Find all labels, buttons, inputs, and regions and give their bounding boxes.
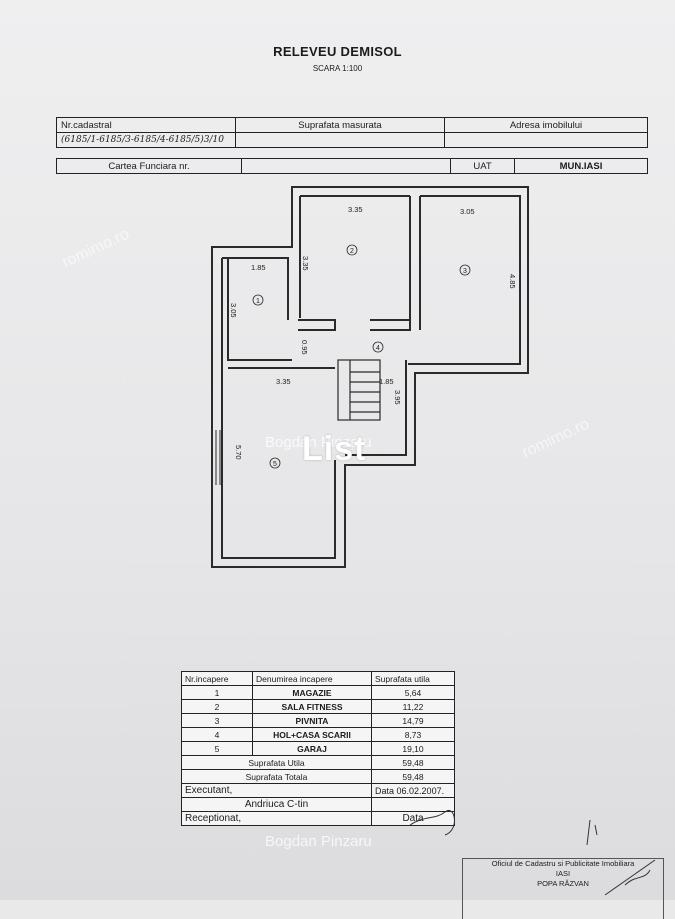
executant-name: Andriuca C-tin [181,797,372,812]
carte-funciara-table: Cartea Funciara nr. UAT MUN.IASI [56,158,648,174]
row-name: HOL+CASA SCARII [252,727,372,742]
executant-label: Executant, [181,783,372,798]
row-nr: 2 [181,699,253,714]
data2-label: Data [371,811,455,826]
dim-r3-width: 3.05 [460,207,475,216]
uat-label: UAT [450,158,515,174]
stamp-line-2: IASI [555,869,571,878]
row-area: 8,73 [371,727,455,742]
dim-r2-width: 3.35 [348,205,363,214]
row-name: SALA FITNESS [252,699,372,714]
row-area: 5,64 [371,685,455,700]
outer-wall [211,186,529,568]
table-row: 1 MAGAZIE 5,64 [181,685,455,700]
row-name: PIVNITA [252,713,372,728]
row-name: GARAJ [252,741,372,756]
table-row: 2 SALA FITNESS 11,22 [181,699,455,714]
data-label: Data [375,785,395,796]
signature [409,809,455,836]
table-row: 4 HOL+CASA SCARII 8,73 [181,727,455,742]
author-watermark-bottom: Bogdan Pinzaru [265,833,372,850]
row-nr: 4 [181,727,253,742]
suprafata-totala-value: 59,48 [371,769,455,784]
stamp-line-1: Oficiul de Cadastru si Publicitate Imobi… [491,859,635,868]
dim-r3-height: 4.85 [508,274,517,289]
dim-hall-depth: 0.95 [300,340,309,355]
staircase [337,359,381,421]
room-number-5: 5 [273,461,277,468]
row-area: 14,79 [371,713,455,728]
executant-date: 06.02.2007. [396,785,445,796]
room-number-3: 3 [463,268,467,275]
stamp: Oficiul de Cadastru si Publicitate Imobi… [462,858,664,919]
dim-r1-width: 1.85 [251,263,266,272]
room-number-4: 4 [376,345,380,352]
dim-stair-width: 1.85 [379,377,394,386]
row-nr: 1 [181,685,253,700]
row-nr: 5 [181,741,253,756]
row-name: MAGAZIE [252,685,372,700]
author-watermark: Bogdan Pinzaru [265,434,372,451]
suprafata-utila-label: Suprafata Utila [181,755,372,770]
col-header-name: Denumirea incapere [252,671,372,686]
dim-r5-width: 3.35 [276,377,291,386]
suprafata-totala-label: Suprafata Totala [181,769,372,784]
areas-table: Nr.incapere Denumirea incapere Suprafata… [181,671,455,826]
row-area: 11,22 [371,699,455,714]
scale-label: SCARA 1:100 [312,64,363,73]
col-header-area: Suprafata utila [371,671,455,686]
floor-plan: 1 2 3 4 5 3.35 3.05 1.85 3.35 1.85 3.35 … [211,186,529,568]
dim-r5-height: 5.70 [234,445,243,460]
dim-stair-height: 3.95 [393,390,402,405]
col-header-nr: Nr.incapere [181,671,253,686]
room-number-2: 2 [350,248,354,255]
uat-value: MUN.IASI [514,158,648,174]
dim-r2-height: 3.35 [301,256,310,271]
stamp-line-3: POPA RĂZVAN [537,879,589,888]
page-title: RELEVEU DEMISOL [273,44,402,59]
table-row: 5 GARAJ 19,10 [181,741,455,756]
dim-r1-height: 3.05 [229,303,238,318]
room-number-1: 1 [256,298,260,305]
suprafata-utila-value: 59,48 [371,755,455,770]
adresa-value [444,132,648,148]
list-watermark: List [302,430,367,468]
row-nr: 3 [181,713,253,728]
receptionat-label: Receptionat, [181,811,372,826]
cadastral-header-table: Nr.cadastral Suprafata masurata Adresa i… [56,117,648,148]
table-row: 3 PIVNITA 14,79 [181,713,455,728]
row-area: 19,10 [371,741,455,756]
stamp-signature [586,819,656,896]
